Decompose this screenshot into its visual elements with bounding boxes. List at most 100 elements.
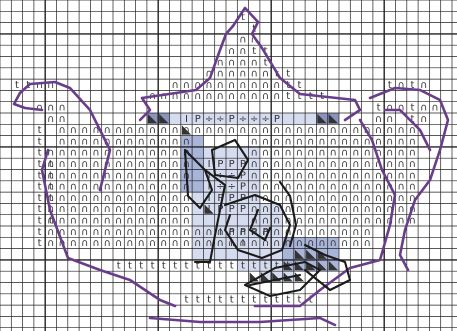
stitch-symbol: t (38, 204, 42, 215)
stitch-symbol: P (240, 182, 246, 193)
stitch-symbol: ∩ (92, 159, 99, 170)
stitch-symbol: ∩ (138, 238, 145, 249)
stitch-symbol: t (184, 295, 188, 306)
stitch-symbol: ∩ (262, 182, 269, 193)
stitch-symbol: ∩ (160, 170, 167, 181)
stitch-symbol: ∩ (36, 80, 43, 91)
stitch-symbol: ∩ (171, 148, 178, 159)
stitch-symbol: ∩ (104, 182, 111, 193)
stitch-symbol: ∩ (149, 182, 156, 193)
stitch-symbol: ∩ (284, 125, 291, 136)
stitch-symbol: ∩ (160, 227, 167, 238)
stitch-symbol: ∩ (126, 193, 133, 204)
stitch-symbol: ∩ (58, 125, 65, 136)
stitch-symbol: t (173, 261, 177, 272)
stitch-symbol: t (297, 80, 301, 91)
stitch-symbol: ∩ (273, 91, 280, 102)
stitch-symbol: ∩ (183, 227, 190, 238)
stitch-symbol: ∩ (318, 204, 325, 215)
stitch-symbol: ∩ (115, 136, 122, 147)
stitch-symbol: ∩ (239, 80, 246, 91)
stitch-symbol: ∩ (92, 136, 99, 147)
stitch-symbol: ∩ (273, 227, 280, 238)
stitch-symbol: ∩ (160, 216, 167, 227)
stitch-symbol: I (185, 114, 188, 125)
stitch-symbol: ∩ (409, 136, 416, 147)
stitch-symbol: ∩ (149, 227, 156, 238)
stitch-symbol: ∩ (81, 148, 88, 159)
stitch-symbol: ∩ (296, 148, 303, 159)
stitch-symbol: ∩ (386, 114, 393, 125)
stitch-symbol: t (38, 227, 42, 238)
stitch-symbol: ∩ (115, 238, 122, 249)
stitch-symbol: ∩ (58, 204, 65, 215)
stitch-symbol: ∩ (81, 193, 88, 204)
stitch-symbol: ∩ (341, 136, 348, 147)
stitch-symbol: ∩ (296, 204, 303, 215)
stitch-symbol: ∩ (171, 136, 178, 147)
stitch-symbol: ÷ (216, 114, 224, 125)
stitch-symbol: t (218, 261, 222, 272)
stitch-symbol: t (38, 216, 42, 227)
stitch-symbol: ∩ (205, 238, 212, 249)
stitch-symbol: ∩ (81, 125, 88, 136)
stitch-symbol: ∩ (239, 46, 246, 57)
stitch-symbol: ∩ (375, 170, 382, 181)
stitch-symbol: t (139, 261, 143, 272)
stitch-symbol: ∩ (397, 136, 404, 147)
stitch-symbol: ∩ (58, 170, 65, 181)
stitch-symbol: ∩ (251, 125, 258, 136)
stitch-symbol: ∩ (92, 227, 99, 238)
stitch-symbol: ∩ (251, 182, 258, 193)
stitch-symbol: t (184, 261, 188, 272)
stitch-symbol: ∩ (318, 136, 325, 147)
stitch-symbol: ∩ (386, 136, 393, 147)
stitch-symbol: P (229, 204, 235, 215)
stitch-symbol: ∩ (81, 238, 88, 249)
stitch-symbol: ∩ (364, 216, 371, 227)
stitch-symbol: ∩ (58, 148, 65, 159)
stitch-symbol: ∩ (81, 170, 88, 181)
stitch-symbol: ∩ (126, 136, 133, 147)
stitch-symbol: ∩ (160, 238, 167, 249)
stitch-symbol: ∩ (330, 125, 337, 136)
stitch-symbol: ∩ (262, 69, 269, 80)
stitch-symbol: ∩ (330, 182, 337, 193)
stitch-symbol: ∩ (330, 216, 337, 227)
stitch-symbol: ∩ (183, 204, 190, 215)
stitch-symbol: ∩ (409, 170, 416, 181)
stitch-symbol: ∩ (228, 69, 235, 80)
stitch-symbol: ∩ (273, 216, 280, 227)
stitch-symbol: ∩ (115, 148, 122, 159)
stitch-symbol: ∩ (364, 238, 371, 249)
stitch-symbol: ∩ (330, 170, 337, 181)
stitch-symbol: ∩ (386, 159, 393, 170)
stitch-symbol: ∩ (58, 136, 65, 147)
stitch-symbol: ∩ (70, 182, 77, 193)
stitch-symbol: ∩ (115, 170, 122, 181)
stitch-symbol: ∩ (171, 170, 178, 181)
stitch-symbol: ∩ (330, 204, 337, 215)
stitch-symbol: ∩ (352, 148, 359, 159)
stitch-symbol: ∩ (364, 193, 371, 204)
stitch-symbol: ∩ (138, 148, 145, 159)
stitch-symbol: ∩ (296, 136, 303, 147)
stitch-symbol: ∩ (307, 182, 314, 193)
stitch-symbol: ∩ (352, 159, 359, 170)
stitch-symbol: ∩ (364, 170, 371, 181)
stitch-symbol: ∩ (149, 193, 156, 204)
stitch-symbol: ∩ (47, 114, 54, 125)
stitch-symbol: ∩ (352, 204, 359, 215)
half-stitch-triangle (295, 272, 304, 281)
stitch-symbol: ∩ (81, 216, 88, 227)
stitch-symbol: t (38, 136, 42, 147)
stitch-symbol: ∩ (126, 148, 133, 159)
stitch-symbol: ∩ (284, 136, 291, 147)
stitch-symbol: P (240, 204, 246, 215)
stitch-symbol: ∩ (115, 125, 122, 136)
stitch-symbol: ∩ (171, 125, 178, 136)
stitch-symbol: ∩ (262, 204, 269, 215)
stitch-symbol: ∩ (375, 182, 382, 193)
stitch-symbol: t (286, 295, 290, 306)
stitch-symbol: ∩ (273, 238, 280, 249)
